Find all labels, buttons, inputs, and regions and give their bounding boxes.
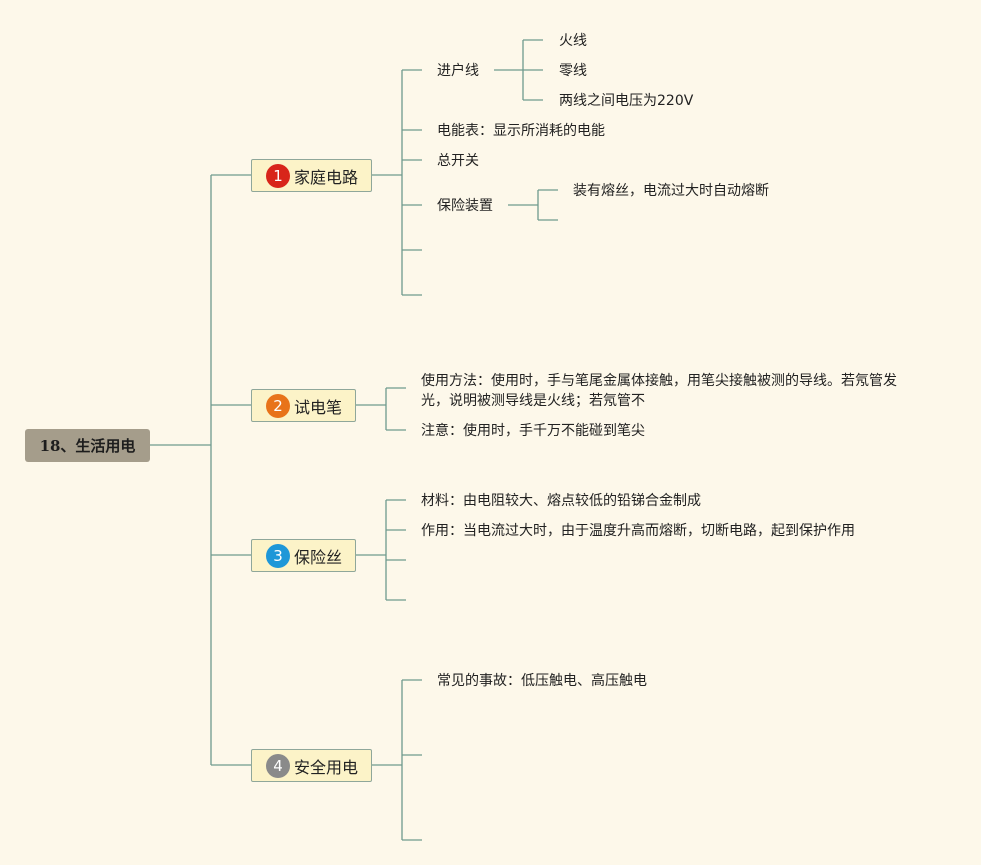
branch-label: 试电笔 <box>294 397 343 417</box>
number-2-icon: 2 <box>266 393 290 418</box>
node-neutral-wire[interactable]: 零线 <box>559 63 587 79</box>
root-topic[interactable]: 18、生活用电 <box>25 429 150 462</box>
branch-label: 保险丝 <box>294 547 343 567</box>
node-voltage[interactable]: 两线之间电压为220V <box>559 93 694 109</box>
node-energy-meter[interactable]: 电能表：显示所消耗的电能 <box>437 123 605 139</box>
number-4-icon: 4 <box>266 753 290 778</box>
number-3-icon: 3 <box>266 543 290 568</box>
node-live-wire[interactable]: 火线 <box>559 33 587 49</box>
branch-label: 安全用电 <box>294 757 359 777</box>
node-fuse-wire[interactable]: 装有熔丝，电流过大时自动熔断 <box>573 183 769 199</box>
node-service-line[interactable]: 进户线 <box>437 63 479 79</box>
node-usage-method[interactable]: 使用方法：使用时，手与笔尾金属体接触，用笔尖接触被测的导线。若氖管发光，说明被测… <box>421 373 897 409</box>
number-1-icon: 1 <box>266 163 290 188</box>
branch-electrical-safety[interactable]: 4 安全用电 <box>251 749 372 782</box>
branch-household-circuit[interactable]: 1 家庭电路 <box>251 159 372 192</box>
branch-label: 家庭电路 <box>294 167 359 187</box>
node-caution[interactable]: 注意：使用时，手千万不能碰到笔尖 <box>421 423 645 439</box>
branch-test-pen[interactable]: 2 试电笔 <box>251 389 356 422</box>
node-main-switch[interactable]: 总开关 <box>437 153 479 169</box>
node-protection-device[interactable]: 保险装置 <box>437 198 493 214</box>
branch-fuse[interactable]: 3 保险丝 <box>251 539 356 572</box>
node-common-accidents[interactable]: 常见的事故：低压触电、高压触电 <box>437 673 647 689</box>
node-function[interactable]: 作用：当电流过大时，由于温度升高而熔断，切断电路，起到保护作用 <box>421 523 855 539</box>
node-material[interactable]: 材料：由电阻较大、熔点较低的铅锑合金制成 <box>421 493 701 509</box>
